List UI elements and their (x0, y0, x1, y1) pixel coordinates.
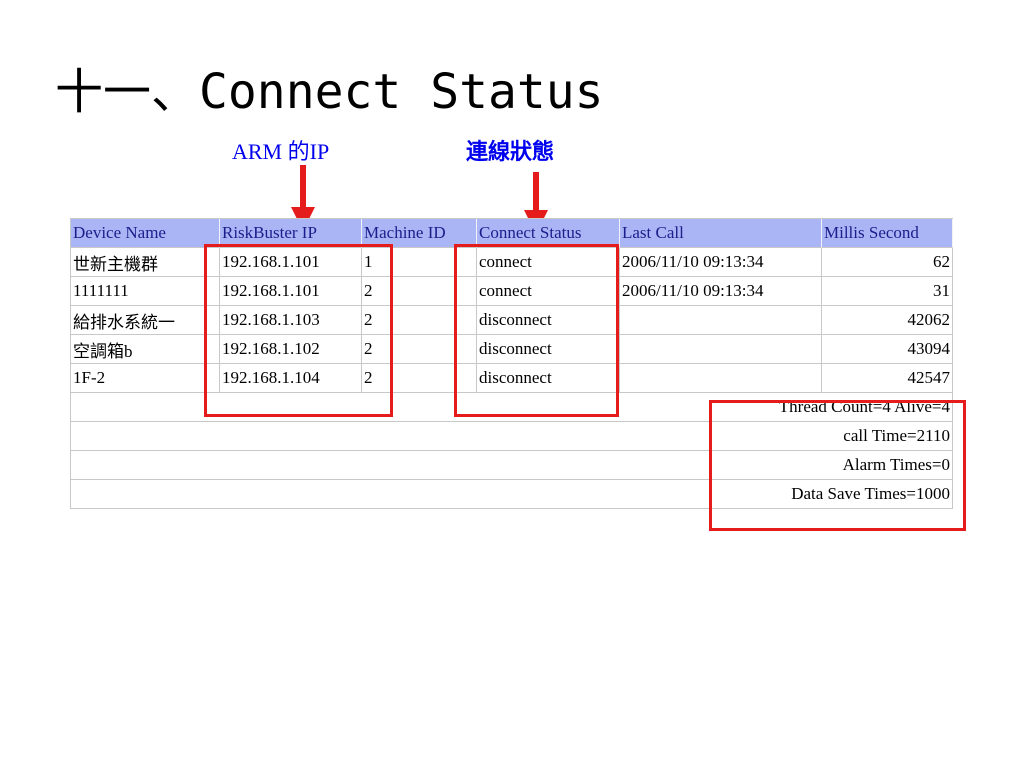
callout-arm-ip: ARM 的IP (232, 139, 330, 164)
cell-device-name: 給排水系統一 (71, 306, 220, 335)
cell-ip: 192.168.1.101 (220, 277, 362, 306)
cell-last-call: 2006/11/10 09:13:34 (620, 277, 822, 306)
cell-millis-second: 42062 (822, 306, 953, 335)
connect-status-table: Device Name RiskBuster IP Machine ID Con… (70, 218, 953, 509)
table-row: 給排水系統一 192.168.1.103 2 disconnect 42062 (71, 306, 953, 335)
cell-last-call (620, 306, 822, 335)
cell-ip: 192.168.1.103 (220, 306, 362, 335)
summary-row: call Time=2110 (71, 422, 953, 451)
cell-device-name: 1111111 (71, 277, 220, 306)
highlight-status-column (454, 244, 619, 417)
cell-millis-second: 43094 (822, 335, 953, 364)
col-header-riskbuster-ip: RiskBuster IP (220, 219, 362, 248)
cell-millis-second: 31 (822, 277, 953, 306)
cell-ip: 192.168.1.102 (220, 335, 362, 364)
cell-ip: 192.168.1.101 (220, 248, 362, 277)
col-header-millis-second: Millis Second (822, 219, 953, 248)
cell-machine-id: 2 (362, 306, 477, 335)
cell-connect-status: disconnect (477, 364, 620, 393)
table-row: 世新主機群 192.168.1.101 1 connect 2006/11/10… (71, 248, 953, 277)
cell-machine-id: 1 (362, 248, 477, 277)
summary-data-save-times: Data Save Times=1000 (71, 480, 953, 509)
table-row: 1111111 192.168.1.101 2 connect 2006/11/… (71, 277, 953, 306)
summary-row: Alarm Times=0 (71, 451, 953, 480)
cell-millis-second: 42547 (822, 364, 953, 393)
cell-connect-status: disconnect (477, 335, 620, 364)
table-row: 空調箱b 192.168.1.102 2 disconnect 43094 (71, 335, 953, 364)
cell-machine-id: 2 (362, 277, 477, 306)
cell-machine-id: 2 (362, 335, 477, 364)
col-header-device-name: Device Name (71, 219, 220, 248)
slide-title: 十一、Connect Status (55, 64, 604, 120)
cell-device-name: 世新主機群 (71, 248, 220, 277)
cell-last-call (620, 335, 822, 364)
callout-connect-status: 連線狀態 (466, 140, 555, 165)
cell-millis-second: 62 (822, 248, 953, 277)
col-header-last-call: Last Call (620, 219, 822, 248)
highlight-summary (709, 400, 966, 531)
cell-device-name: 1F-2 (71, 364, 220, 393)
table-row: 1F-2 192.168.1.104 2 disconnect 42547 (71, 364, 953, 393)
cell-last-call: 2006/11/10 09:13:34 (620, 248, 822, 277)
summary-alarm-times: Alarm Times=0 (71, 451, 953, 480)
highlight-ip-column (204, 244, 393, 417)
cell-connect-status: connect (477, 277, 620, 306)
cell-connect-status: connect (477, 248, 620, 277)
cell-device-name: 空調箱b (71, 335, 220, 364)
summary-call-time: call Time=2110 (71, 422, 953, 451)
col-header-machine-id: Machine ID (362, 219, 477, 248)
col-header-connect-status: Connect Status (477, 219, 620, 248)
table-header-row: Device Name RiskBuster IP Machine ID Con… (71, 219, 953, 248)
cell-last-call (620, 364, 822, 393)
cell-ip: 192.168.1.104 (220, 364, 362, 393)
summary-row: Data Save Times=1000 (71, 480, 953, 509)
cell-machine-id: 2 (362, 364, 477, 393)
cell-connect-status: disconnect (477, 306, 620, 335)
